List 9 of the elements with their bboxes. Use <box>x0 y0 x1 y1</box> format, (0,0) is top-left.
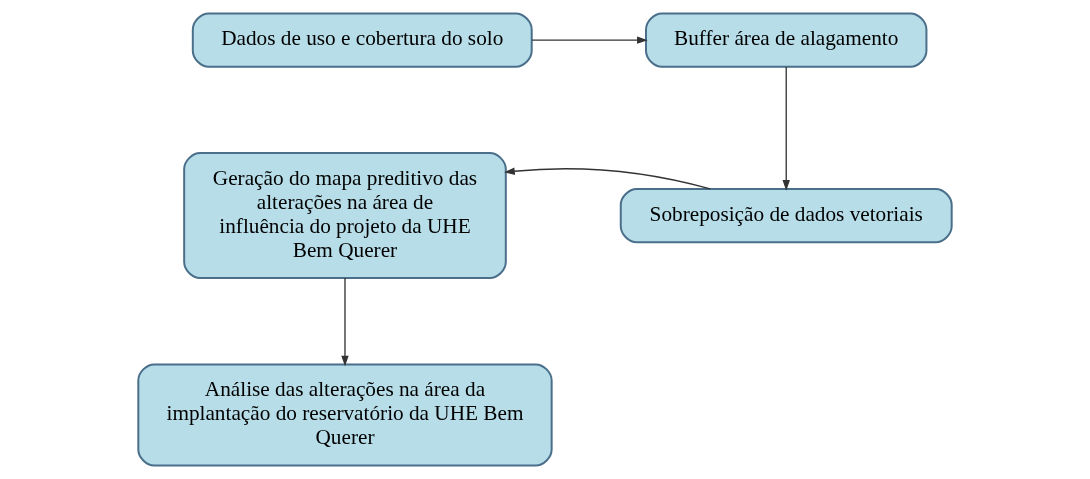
node-box: Geração do mapa preditivo das alterações na área de influência do projeto da UHE Bem Querer <box>183 152 507 280</box>
arrow <box>531 36 648 44</box>
node-box: Buffer área de alagamento <box>645 12 928 68</box>
arrow <box>504 167 711 190</box>
arrow <box>782 66 790 191</box>
node-box: Análise das alterações na área da implantação do reservatório da UHE Bem Querer <box>137 363 553 467</box>
node-box: Sobreposição de dados vetoriais <box>619 188 953 244</box>
arrow <box>341 277 349 367</box>
node-box: Dados de uso e cobertura do solo <box>191 12 533 68</box>
